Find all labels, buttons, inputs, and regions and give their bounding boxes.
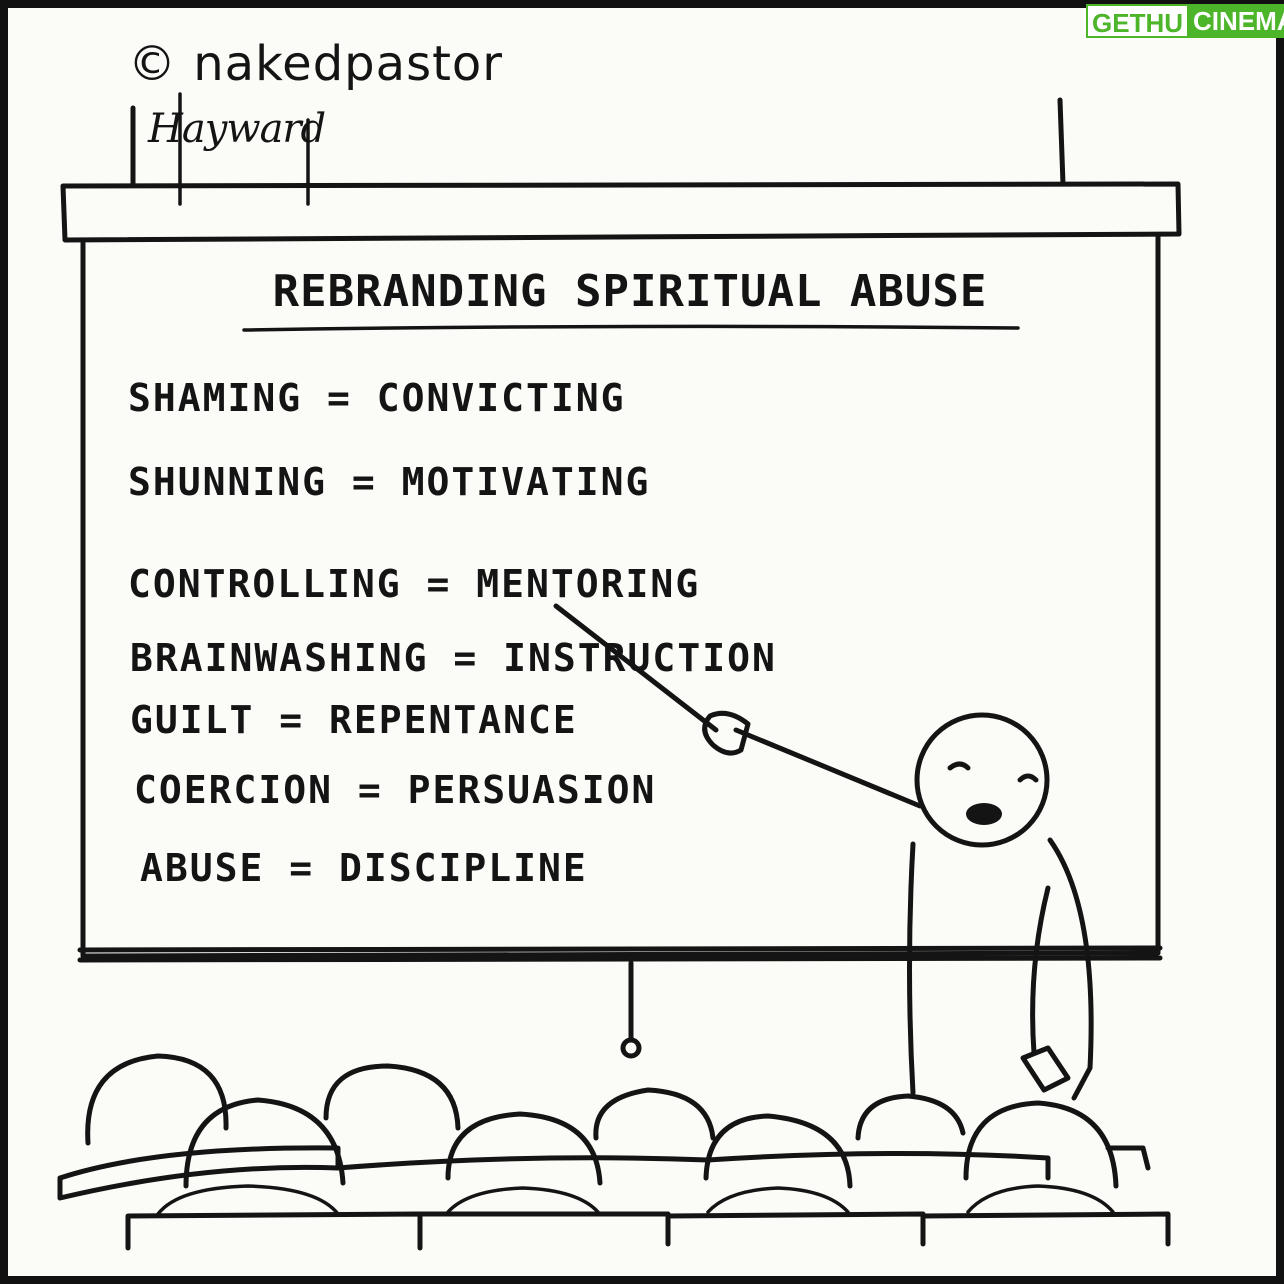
list-item: SHAMING = CONVICTING [128, 376, 626, 420]
presenter-hand [1020, 1045, 1071, 1093]
audience-shoulders [966, 1184, 1115, 1214]
presenter-arm [702, 710, 923, 809]
audience-head [323, 1063, 461, 1131]
presenter-torso-right [1047, 837, 1094, 1101]
audience-shoulders [446, 1186, 600, 1214]
audience-head [445, 1111, 603, 1186]
list-item: GUILT = REPENTANCE [130, 698, 578, 742]
right-hanging-rod [1057, 97, 1066, 187]
artist-credit: © nakedpastor [128, 36, 503, 92]
seat-back [705, 1150, 1051, 1181]
projection-screen [80, 233, 1161, 959]
presenter-head [914, 712, 1050, 848]
audience-shoulders [156, 1184, 340, 1216]
cartoon-illustration [57, 92, 1182, 1251]
front-seat [665, 1211, 926, 1247]
audience-head [85, 1053, 229, 1146]
audience-head [183, 1097, 346, 1189]
presenter [702, 710, 1094, 1101]
audience-head [963, 1100, 1119, 1189]
list-item: SHUNNING = MOTIVATING [128, 460, 651, 504]
front-seat [920, 1211, 1171, 1247]
screen-housing [60, 181, 1182, 243]
front-seat [417, 1211, 671, 1247]
presenter-eye-left [947, 761, 971, 771]
pull-cord-ring [620, 1037, 642, 1059]
list-item: CONTROLLING = MENTORING [128, 562, 701, 606]
audience-head [593, 1087, 716, 1141]
cartoon-frame: © nakedpastor Hayward REBRANDING SPIRITU… [8, 8, 1276, 1276]
presenter-eye-right [1017, 773, 1039, 783]
presenter-mouth [966, 803, 1002, 825]
audience [57, 1053, 1171, 1251]
watermark-badge-right: CINEMA [1189, 4, 1284, 38]
list-item: COERCION = PERSUASION [134, 768, 657, 812]
watermark-badge: GETHU CINEMA [1086, 4, 1284, 38]
front-seat [125, 1211, 423, 1251]
audience-head [703, 1113, 853, 1189]
list-item: BRAINWASHING = INSTRUCTION [130, 636, 777, 680]
seat-back [1105, 1145, 1151, 1171]
screen-bottom-bar [77, 945, 1163, 963]
artist-signature: Hayward [148, 106, 326, 152]
title-underline [242, 324, 1020, 332]
screen-title: REBRANDING SPIRITUAL ABUSE [272, 266, 988, 317]
list-item: ABUSE = DISCIPLINE [140, 846, 588, 890]
audience-shoulders [706, 1186, 850, 1214]
audience-head [855, 1093, 966, 1141]
presenter-hanging-arm [1030, 885, 1051, 1056]
watermark-badge-left: GETHU [1086, 4, 1189, 38]
seat-back [335, 1155, 711, 1171]
seat-back [57, 1145, 341, 1201]
presenter-torso-left [907, 841, 916, 1096]
pointer-stick [553, 603, 719, 733]
